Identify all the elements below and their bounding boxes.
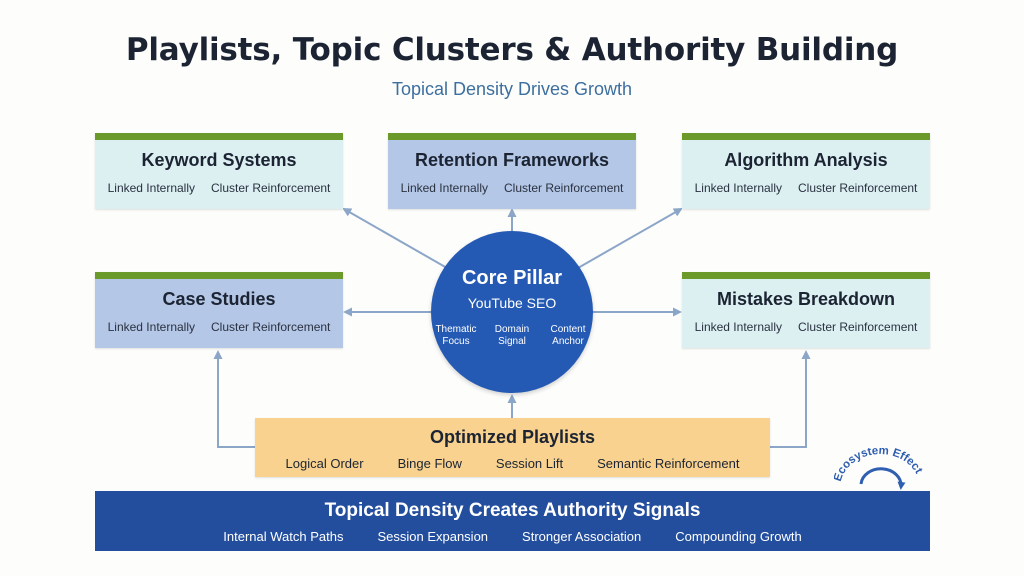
optimized-playlists-box: Optimized Playlists Logical Order Binge … bbox=[255, 418, 770, 477]
banner-tag: Internal Watch Paths bbox=[223, 529, 344, 544]
pillar-subtitle: YouTube SEO bbox=[467, 295, 557, 311]
topic-tag: Cluster Reinforcement bbox=[798, 320, 918, 334]
topic-tag: Cluster Reinforcement bbox=[798, 181, 918, 195]
diagram-title: Playlists, Topic Clusters & Authority Bu… bbox=[125, 32, 899, 68]
playlists-tag: Semantic Reinforcement bbox=[597, 456, 740, 471]
topic-mistakes-breakdown: Mistakes Breakdown Linked Internally Clu… bbox=[682, 272, 930, 348]
cycle-arrow-icon bbox=[859, 467, 906, 490]
authority-signals-banner: Topical Density Creates Authority Signal… bbox=[95, 491, 930, 551]
topic-title: Case Studies bbox=[162, 289, 276, 309]
topic-title: Mistakes Breakdown bbox=[716, 289, 896, 309]
arrow-playlists-to-case-studies bbox=[213, 350, 255, 448]
topic-tag: Linked Internally bbox=[107, 320, 195, 334]
topic-tag: Linked Internally bbox=[107, 181, 195, 195]
topic-title: Keyword Systems bbox=[141, 150, 297, 170]
pillar-tag: Thematic Focus bbox=[435, 324, 477, 347]
topic-algorithm-analysis: Algorithm Analysis Linked Internally Clu… bbox=[682, 133, 930, 209]
topic-tag: Cluster Reinforcement bbox=[211, 181, 331, 195]
arrow-playlists-to-mistakes bbox=[770, 350, 811, 448]
banner-tag: Stronger Association bbox=[522, 529, 642, 544]
playlists-tag: Session Lift bbox=[495, 456, 564, 471]
playlists-title: Optimized Playlists bbox=[429, 427, 596, 447]
arrow-to-algorithm-analysis bbox=[577, 208, 683, 269]
topic-tag: Cluster Reinforcement bbox=[504, 181, 624, 195]
pillar-title: Core Pillar bbox=[461, 267, 563, 289]
ecosystem-effect-label: Ecosystem Effect bbox=[834, 448, 924, 483]
topic-tag: Linked Internally bbox=[400, 181, 488, 195]
playlists-tag: Logical Order bbox=[285, 456, 364, 471]
core-pillar-circle: Core Pillar YouTube SEO Thematic Focus D… bbox=[431, 231, 593, 393]
topic-case-studies: Case Studies Linked Internally Cluster R… bbox=[95, 272, 343, 348]
diagram-subtitle: Topical Density Drives Growth bbox=[391, 79, 633, 99]
topic-title: Algorithm Analysis bbox=[724, 150, 888, 170]
topic-tag: Linked Internally bbox=[694, 181, 782, 195]
pillar-tag: Content Anchor bbox=[550, 324, 586, 347]
topic-tag: Cluster Reinforcement bbox=[211, 320, 331, 334]
pillar-tag: Domain Signal bbox=[494, 324, 530, 347]
topic-retention-frameworks: Retention Frameworks Linked Internally C… bbox=[388, 133, 636, 209]
topic-title: Retention Frameworks bbox=[414, 150, 610, 170]
topic-tag: Linked Internally bbox=[694, 320, 782, 334]
banner-tag: Session Expansion bbox=[377, 529, 489, 544]
arrow-to-keyword-systems bbox=[342, 208, 448, 269]
banner-tag: Compounding Growth bbox=[675, 529, 802, 544]
playlists-tag: Binge Flow bbox=[397, 456, 462, 471]
topic-keyword-systems: Keyword Systems Linked Internally Cluste… bbox=[95, 133, 343, 209]
banner-title: Topical Density Creates Authority Signal… bbox=[324, 500, 701, 521]
